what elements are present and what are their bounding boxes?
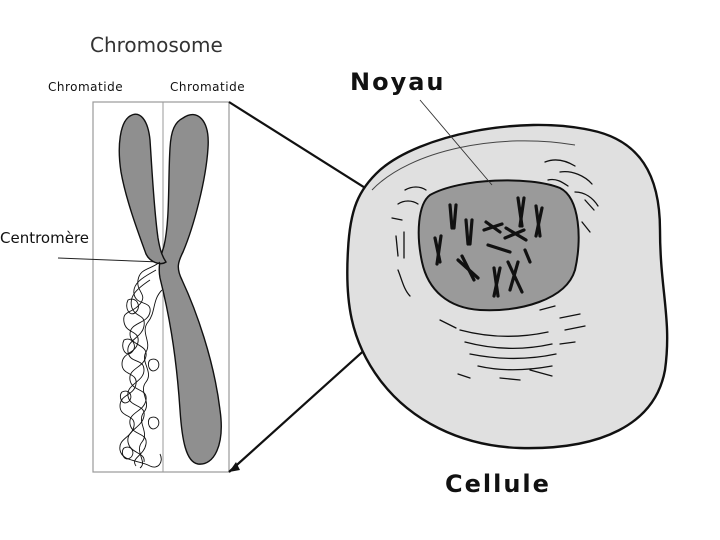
dna-coil: [119, 261, 163, 469]
nucleus-pointer: [419, 99, 493, 186]
chromatid-right-label: Chromatide: [170, 80, 246, 94]
chromatid-right: [158, 113, 222, 465]
endoplasmic-reticulum: [391, 159, 599, 381]
chromatid-left-label: Chromatide: [48, 80, 124, 94]
chromatid-left: [118, 113, 167, 265]
centromere-pointer: [57, 257, 161, 263]
chromosome-title: Chromosome: [90, 33, 223, 57]
cell-label: Cellule: [445, 470, 551, 498]
centromere-label: Centromère: [0, 229, 90, 247]
nucleus-chromosomes: [433, 196, 544, 298]
nucleus: [417, 179, 580, 312]
zoom-arrowhead-frame: [229, 462, 240, 472]
cell-inner-edge: [371, 140, 576, 191]
chromosome-frame: [92, 101, 230, 473]
nucleus-label: Noyau: [350, 68, 446, 96]
